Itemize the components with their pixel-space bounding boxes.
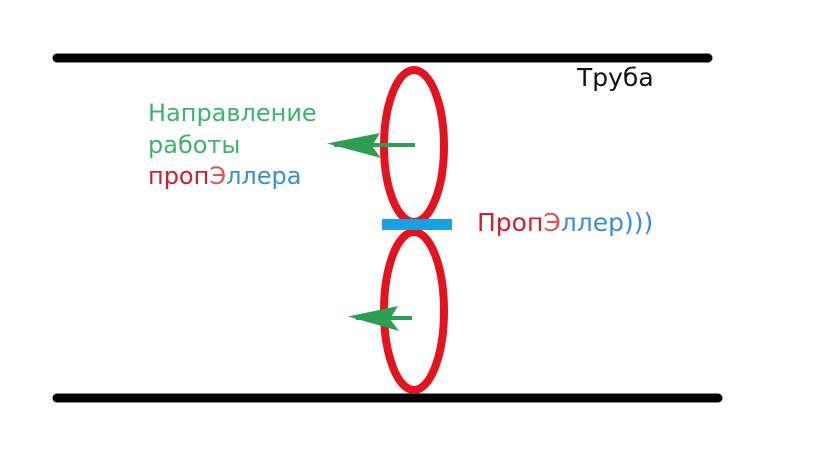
flow-arrow-upper: [327, 133, 415, 158]
direction-label-line3-red: проп: [148, 162, 210, 191]
direction-label-line3-blue: ллера: [226, 162, 302, 191]
direction-label-line3-pink: Э: [209, 162, 227, 191]
pipe-label: Труба: [577, 63, 654, 92]
propeller-bar: [382, 219, 452, 230]
propeller-label-blue: ллер))): [560, 208, 654, 237]
direction-label-line1: Направление: [148, 99, 317, 127]
propeller-label: ПропЭллер))): [477, 206, 653, 239]
propeller-label-pink: Э: [543, 208, 561, 237]
direction-label-line3: пропЭллера: [148, 161, 317, 193]
direction-label-line2: работы: [148, 130, 241, 159]
flow-arrow-lower: [348, 306, 412, 331]
direction-label: Направление работы пропЭллера: [148, 98, 317, 193]
propeller-label-red: Проп: [477, 208, 544, 237]
